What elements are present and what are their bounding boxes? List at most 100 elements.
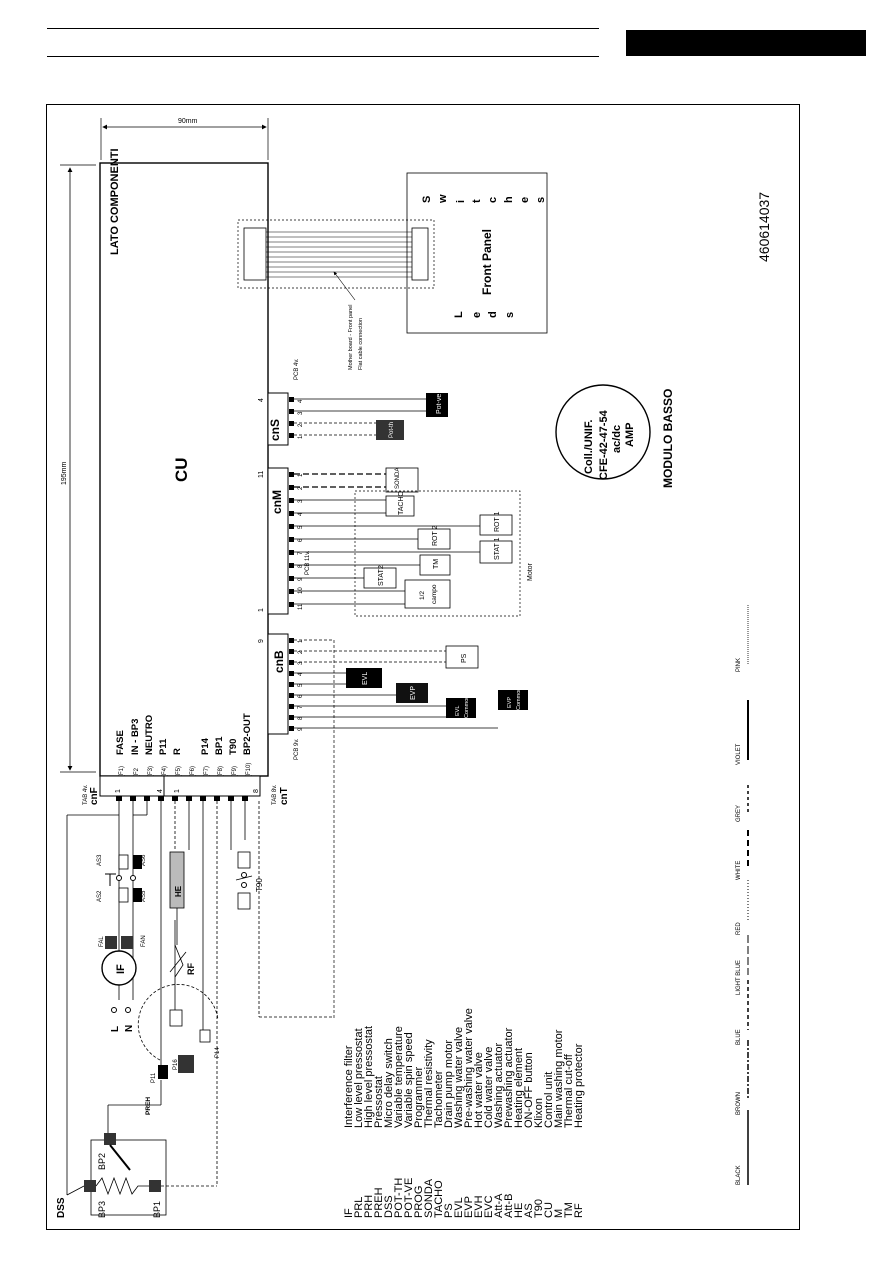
flat-cable-caption-1: Mother board - Front panel [348,305,354,370]
mains-inputs: L N [110,1007,135,1032]
legend-code: Att-A [493,1193,505,1218]
wire-color-brown: BROWN [736,1092,742,1115]
wire-color-red: RED [736,922,742,935]
cns-pin: 2 [298,423,304,427]
part-number: 460614037 [756,192,772,262]
dss-switch: BP2 BP3 BP1 DSS [56,1133,217,1218]
legend-code: EVL [453,1197,465,1218]
legend-text: Washing water valve [453,1027,465,1128]
leds-letter-l: L [453,311,465,318]
wire-color-light-blue: LIGHT BLUE [736,960,742,995]
legend-code: PS [443,1203,455,1218]
legend-code: Att-B [503,1194,515,1218]
cnf-pin-a: 1 [115,789,122,793]
sw-letter-8: s [535,197,547,203]
interference-filter: IF FAL FAN AS2 AS3 AS5 AS6 [97,854,147,986]
evp-common-label-1: EVP [507,697,513,708]
dss-label: DSS [56,1197,67,1218]
wire-color-black: BLACK [736,1165,742,1185]
terminal-r: R [172,748,183,755]
as2-label: AS2 [97,890,103,902]
cnf-tab: TAB 4v. [83,784,89,805]
he-label: HE [174,885,183,897]
wire-color-white: WHITE [736,861,742,880]
legend-text: ON-OFF button [523,1052,535,1128]
tacho-box [385,495,415,517]
legend-text: Micro delay switch [383,1038,395,1128]
terminal-fase: FASE [115,730,126,755]
preh-pressostat: P11 P16 P14 PREH [107,984,221,1135]
evl-common-label-1: EVL [455,706,461,716]
cnf-label: cnF [89,787,100,805]
dimension-width: 90mm [100,118,269,160]
front-panel-leds: L e d s [453,311,516,318]
legend-text: Hot water valve [473,1052,485,1128]
mains-n: N [124,1025,135,1032]
sw-letter-4: t [471,199,483,203]
cnm-pcb: PCB 11v. [305,550,311,575]
cnb-pin: 6 [298,694,304,698]
terminal-pin-f6: (F6) [190,766,196,777]
cnb-pin: 9 [298,727,304,731]
sonda-label: SONDA [395,468,401,489]
motor-box [354,490,521,617]
sw-letter-3: i [455,200,467,203]
cnm-pin-first: 11 [258,471,265,478]
if-label: IF [115,964,127,974]
terminal-pin-f4: (F4) [162,766,168,777]
diagram-frame [46,104,800,1230]
header-black-bar [626,30,866,56]
t90-klixon: T90 [235,851,264,910]
legend-code: EVP [463,1196,475,1218]
legend-code: POT-VE [403,1178,415,1218]
terminal-pin-f10: (F10) [246,763,252,777]
legend-text: Thermal cut-off [563,1053,575,1128]
certification-stamp: Coll./UNIF. CFE-42-47-54 ac/dc AMP MODUL… [555,384,675,488]
cns-pin: 3 [298,411,304,415]
cnm-pin: 8 [298,564,304,568]
terminal-in-bp3: IN - BP3 [130,719,141,755]
campo-box [404,579,451,609]
evl-block [346,668,382,688]
legend-code: EVH [473,1195,485,1218]
sw-letter-1: S [421,196,433,203]
bp1-label: BP1 [152,1201,162,1218]
pot-th-block [376,420,404,440]
wire-color-blue: BLUE [736,1029,742,1045]
legend-code: IF [343,1208,355,1218]
evl-common-label-2: Common [464,696,470,718]
wire-color-violet: VIOLET [736,743,742,765]
evp-common-block [498,690,528,710]
fal-label: FAL [99,936,105,947]
legend-code: EVC [483,1195,495,1218]
p11-label: P11 [151,1072,157,1083]
cns-label: cnS [268,419,282,441]
terminal-bp1: BP1 [214,736,225,755]
mains-l: L [110,1026,121,1032]
stamp-line-2: CFE-42-47-54 [598,409,610,480]
as6-label: AS6 [141,854,147,866]
stamp-line-1: Coll./UNIF. [583,420,595,474]
cnb-label: cnB [272,650,286,673]
rot1-box [479,514,513,536]
legend-text: Prewashing actuator [503,1027,515,1128]
legend-text: High level pressostat [363,1026,375,1128]
legend-text: Washing actuator [493,1042,505,1128]
power-wiring [66,801,334,1195]
rot2-box [417,528,451,550]
connector-cnf-cnt: 1 4 1 8 TAB 4v. cnF TAB 8v. cnT [83,775,290,805]
p14-label: P14 [215,1047,221,1058]
terminal-p14: P14 [200,737,211,755]
cns-pin: 4 [298,399,304,403]
wire-color-grey: GREY [736,805,742,822]
sw-letter-2: w [437,194,449,204]
t90-label: T90 [255,878,264,892]
cnm-pin: 10 [298,587,304,594]
terminal-pin-f5: (F5) [176,766,182,777]
legend-text: Interference filter [343,1045,355,1128]
leds-letter-e: e [471,312,483,318]
bp3-label: BP3 [97,1201,107,1218]
p16-label: P16 [173,1059,179,1070]
tm-box [419,554,451,576]
cnm-pin-last: 1 [258,608,265,612]
